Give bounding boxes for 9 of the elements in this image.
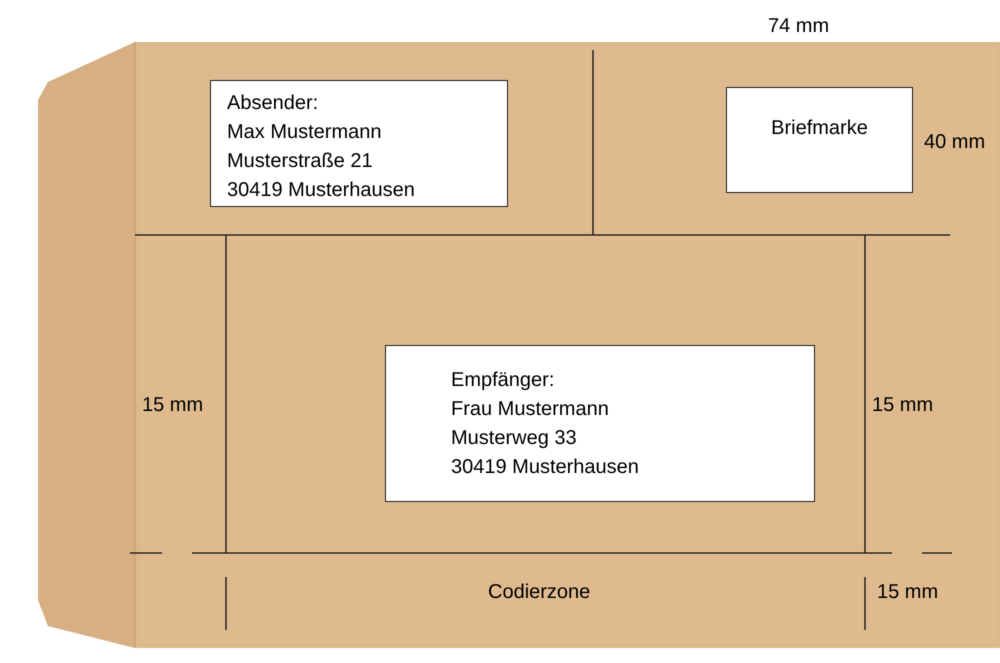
recipient-address-box: Empfänger: Frau Mustermann Musterweg 33 30419 Musterhausen [385, 345, 815, 502]
stamp-box: Briefmarke [726, 87, 913, 193]
zone-label: Codierzone [488, 580, 590, 604]
sender-address-box: Absender: Max Mustermann Musterstraße 21 30419 Musterhausen [210, 80, 508, 207]
dimension-label: 15 mm [142, 393, 204, 417]
dimension-label: 15 mm [872, 393, 934, 417]
dimension-label: 15 mm [877, 580, 938, 604]
dimension-label: 74 mm [768, 14, 830, 38]
dimension-label: 40 mm [924, 130, 986, 154]
